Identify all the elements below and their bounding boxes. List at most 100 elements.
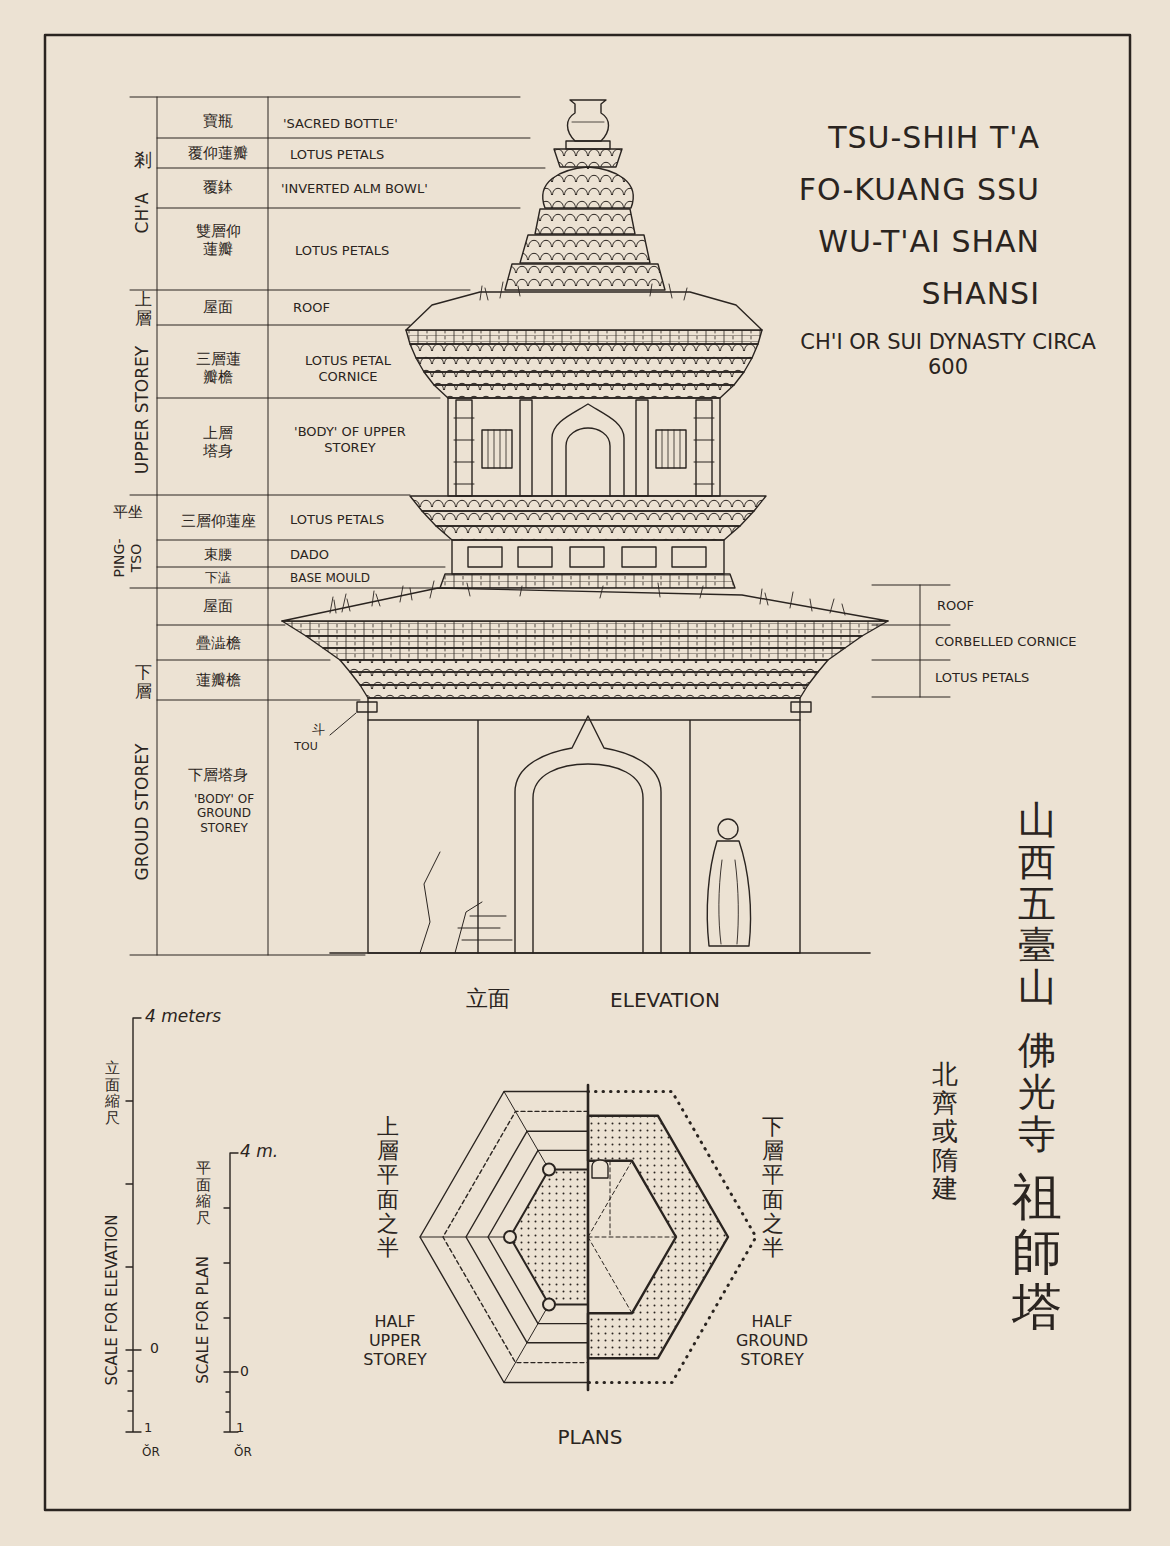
upper-storey-cornice: [406, 282, 762, 398]
scale-bars: [126, 1018, 238, 1432]
part-name: 束腰: [204, 546, 232, 563]
part-name: 三層蓮瓣檐: [194, 350, 242, 386]
part-name: 覆鉢: [203, 178, 233, 196]
group-label: 剎: [134, 150, 152, 170]
ground-storey-body: [791, 702, 811, 712]
label-table-lines: [157, 97, 268, 955]
ground-storey-body: [515, 716, 661, 953]
upper-storey-body: [448, 398, 720, 496]
ground-storey-eaves: [282, 581, 888, 698]
part-name: 覆仰蓮瓣: [188, 144, 248, 162]
upper-storey-cornice: [406, 292, 762, 330]
group-label: UPPER STOREY: [132, 346, 152, 474]
ping-tso-platform: [672, 547, 706, 567]
part-name: BASE MOULD: [290, 571, 370, 585]
upper-storey-body: [488, 430, 506, 468]
monk-figure: [719, 860, 738, 944]
part-name: 下層塔身: [188, 766, 248, 784]
half-plans: [588, 1161, 676, 1313]
ground-storey-body: [368, 698, 800, 953]
group-label: PING-TSO: [111, 530, 145, 586]
upper-storey-body: [448, 398, 720, 496]
half-plans: [420, 1092, 549, 1383]
part-name: LOTUS PETALS: [290, 147, 384, 163]
part-name: LOTUS PETALS: [935, 670, 1029, 686]
part-name: 屋面: [203, 597, 233, 615]
monk-figure: [707, 841, 750, 946]
scale-label: SCALE FOR PLAN: [194, 1256, 212, 1384]
ping-tso-platform: [440, 574, 735, 588]
part-name: 疊澁檐: [196, 634, 241, 652]
group-label: 平坐: [113, 503, 143, 521]
upper-storey-body: [456, 400, 472, 496]
ground-storey-eaves: [282, 588, 888, 621]
part-name: 'SACRED BOTTLE': [283, 116, 398, 132]
part-name: 'BODY' OF UPPER STOREY: [294, 424, 406, 455]
label-table-lines: [330, 713, 356, 735]
ping-tso-platform: [422, 511, 754, 526]
ground-storey-body: [357, 702, 377, 712]
scale-number: 0: [150, 1340, 159, 1357]
ground-storey-eaves: [323, 648, 845, 660]
cha-spire: [566, 141, 610, 149]
ground-storey-body: [533, 764, 643, 953]
half-plans: [587, 1085, 590, 1390]
half-plans: [488, 1150, 588, 1323]
upper-storey-cornice: [410, 344, 758, 358]
part-name: ROOF: [937, 598, 974, 614]
ping-tso-platform: [436, 526, 740, 540]
cha-spire: [535, 209, 635, 234]
ping-tso-platform: [570, 547, 604, 567]
cha-spire: [505, 100, 665, 290]
part-name: ROOF: [293, 300, 330, 316]
half-plans: [543, 1164, 555, 1176]
ground-storey-eaves: [340, 660, 828, 672]
part-name: LOTUS PETAL CORNICE: [287, 353, 409, 384]
upper-storey-body: [520, 400, 532, 496]
ground-storey-eaves: [282, 621, 888, 636]
upper-storey-body: [696, 400, 712, 496]
subtitle: CH'I OR SUI DYNASTY CIRCA 600: [798, 330, 1098, 380]
ping-tso-platform: [518, 547, 552, 567]
upper-storey-body: [552, 404, 624, 496]
upper-storey-cornice: [424, 372, 744, 385]
upper-storey-body: [636, 400, 648, 496]
upper-storey-body: [656, 430, 686, 468]
half-plans: [510, 1170, 588, 1305]
cha-spire: [505, 264, 665, 290]
part-name: 三層仰蓮座: [181, 512, 256, 530]
chinese-title: 山西五臺山: [1018, 800, 1056, 1009]
part-name: LOTUS PETALS: [290, 512, 384, 528]
view-label: ELEVATION: [610, 988, 720, 1012]
monk-figure: [707, 819, 750, 946]
part-name: 下澁: [205, 570, 231, 586]
scale-label: 平面縮尺: [196, 1160, 211, 1226]
half-plans: [588, 1092, 756, 1383]
half-plans: [543, 1299, 555, 1311]
cha-spire: [572, 122, 604, 123]
title: TSU-SHIH T'A FO-KUANG SSU WU-T'AI SHAN S…: [740, 112, 1040, 320]
date-note: 北齊或隋建: [932, 1060, 958, 1203]
scale-label: 4 meters: [145, 1006, 221, 1026]
scale-label: 立面縮尺: [105, 1060, 120, 1126]
scale-label: SCALE FOR ELEVATION: [103, 1215, 121, 1386]
cha-spire: [543, 167, 633, 208]
plan-label: 上層平面之半: [377, 1115, 399, 1260]
scale-unit: ŎR: [142, 1445, 160, 1459]
group-label: 上層: [135, 290, 152, 327]
ping-tso-platform: [468, 547, 502, 567]
part-name: 蓮瓣檐: [196, 671, 241, 689]
half-plans: [420, 1092, 588, 1383]
callout-label: 斗: [312, 722, 325, 738]
part-name: 'INVERTED ALM BOWL': [281, 181, 428, 197]
plan-label: HALF GROUND STOREY: [726, 1312, 818, 1370]
group-label: CH'A: [132, 193, 152, 234]
monk-figure: [718, 819, 738, 839]
part-name: 寶瓶: [203, 112, 233, 130]
ground-storey-eaves: [360, 685, 808, 698]
upper-storey-body: [482, 430, 512, 468]
scale-bars: [224, 1153, 238, 1432]
ping-tso-platform: [410, 496, 766, 511]
group-label: 下層: [135, 663, 152, 700]
